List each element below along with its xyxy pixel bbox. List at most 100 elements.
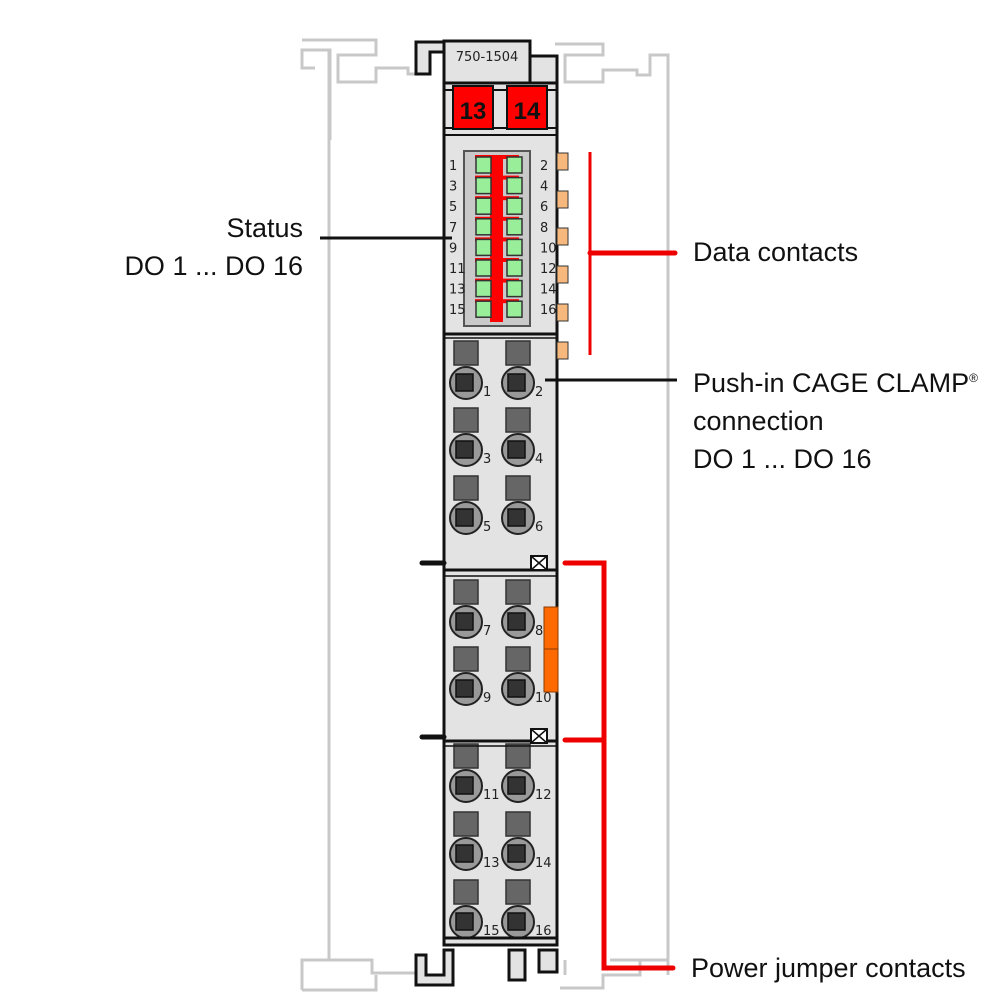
status-led-7 <box>475 218 492 236</box>
status-led-10 <box>506 238 523 257</box>
release-button-9[interactable] <box>453 646 479 672</box>
clamp-hole-13 <box>455 844 474 863</box>
clamp-hole-16 <box>507 912 526 931</box>
callout-push-in-line1: Push-in CAGE CLAMP® <box>693 368 978 398</box>
release-button-4[interactable] <box>505 407 531 433</box>
led-number-15: 15 <box>449 303 466 318</box>
marker-label-14: 14 <box>514 98 541 125</box>
status-led-4 <box>506 176 523 195</box>
clamp-hole-1 <box>455 373 474 392</box>
led-number-11: 11 <box>449 262 466 277</box>
power-jumper-contact-upper <box>543 606 559 650</box>
terminal-number-10: 10 <box>535 691 552 706</box>
release-button-14[interactable] <box>505 811 531 837</box>
terminal-number-9: 9 <box>483 691 491 706</box>
callout-power-jumper-label: Power jumper contacts <box>691 953 966 983</box>
bottom-latch-right <box>537 948 559 974</box>
release-button-2[interactable] <box>505 340 531 366</box>
power-jumper-knife-upper <box>530 555 548 571</box>
status-led-6 <box>506 197 523 215</box>
led-bar-segment <box>475 237 519 242</box>
marker-14 <box>506 85 548 130</box>
led-number-16: 16 <box>540 303 557 318</box>
terminal-number-12: 12 <box>535 788 552 803</box>
led-bar-segment <box>475 278 519 283</box>
status-led-3 <box>475 176 492 195</box>
led-number-14: 14 <box>540 283 557 298</box>
terminal-number-1: 1 <box>483 385 491 400</box>
callout-data-contacts: Data contacts <box>587 152 858 355</box>
data-contact-4 <box>556 265 569 284</box>
clamp-hole-9 <box>455 679 474 698</box>
status-led-2 <box>506 156 523 174</box>
marker-13 <box>452 85 494 130</box>
release-button-13[interactable] <box>453 811 479 837</box>
terminal-number-6: 6 <box>535 520 543 535</box>
status-led-15 <box>475 300 492 318</box>
led-bar-segment <box>475 175 519 180</box>
led-bar-segment <box>475 196 519 201</box>
bottom-latch-mid <box>507 948 527 982</box>
callout-power-jumper: Power jumper contacts <box>562 560 966 983</box>
terminal-number-13: 13 <box>483 856 500 871</box>
led-bar-segment <box>475 216 519 221</box>
terminal-number-8: 8 <box>535 624 543 639</box>
neighbor-module-outline-right <box>555 42 670 990</box>
terminal-number-14: 14 <box>535 856 552 871</box>
data-contact-5 <box>556 303 569 322</box>
neighbor-module-outline-left <box>300 38 420 992</box>
release-button-15[interactable] <box>453 879 479 905</box>
release-button-7[interactable] <box>453 579 479 605</box>
marker-label-13: 13 <box>460 98 487 125</box>
clamp-hole-2 <box>507 373 526 392</box>
led-number-12: 12 <box>540 262 557 277</box>
status-led-11 <box>475 259 492 277</box>
clamp-hole-6 <box>507 508 526 527</box>
clamp-hole-11 <box>455 776 474 795</box>
status-led-1 <box>475 156 492 174</box>
release-button-5[interactable] <box>453 475 479 501</box>
release-button-10[interactable] <box>505 646 531 672</box>
callout-status-line1: Status <box>226 213 303 243</box>
clamp-hole-3 <box>455 440 474 459</box>
status-led-16 <box>506 300 523 318</box>
led-bar-segment <box>475 258 519 262</box>
led-number-13: 13 <box>449 283 466 298</box>
terminal-number-5: 5 <box>483 520 491 535</box>
release-button-16[interactable] <box>505 879 531 905</box>
led-number-7: 7 <box>449 221 457 236</box>
release-button-1[interactable] <box>453 340 479 366</box>
release-button-12[interactable] <box>505 743 531 769</box>
release-button-6[interactable] <box>505 475 531 501</box>
led-bar-segment <box>475 299 519 304</box>
release-button-3[interactable] <box>453 407 479 433</box>
data-contacts <box>556 152 569 360</box>
status-led-12 <box>506 259 523 277</box>
clamp-hole-5 <box>455 508 474 527</box>
clamp-hole-14 <box>507 844 526 863</box>
registered-mark: ® <box>969 371 978 385</box>
led-number-10: 10 <box>540 241 557 256</box>
data-contact-2 <box>556 190 569 209</box>
data-contact-3 <box>556 227 569 246</box>
release-button-11[interactable] <box>453 743 479 769</box>
power-jumper-contact-lower <box>543 648 559 693</box>
clamp-hole-8 <box>507 612 526 631</box>
callout-status-line2: DO 1 ... DO 16 <box>124 251 303 281</box>
callout-status: Status DO 1 ... DO 16 <box>124 213 452 281</box>
led-number-6: 6 <box>540 200 548 215</box>
bottom-latch-left <box>414 948 455 987</box>
callout-push-in: Push-in CAGE CLAMP® connection DO 1 ... … <box>545 368 978 474</box>
clamp-hole-4 <box>507 440 526 459</box>
terminal-number-2: 2 <box>535 385 543 400</box>
led-number-8: 8 <box>540 221 548 236</box>
release-button-8[interactable] <box>505 579 531 605</box>
status-led-9 <box>475 238 492 257</box>
model-number: 750-1504 <box>456 50 519 65</box>
terminal-number-7: 7 <box>483 624 491 639</box>
callout-push-in-line3: DO 1 ... DO 16 <box>693 444 872 474</box>
